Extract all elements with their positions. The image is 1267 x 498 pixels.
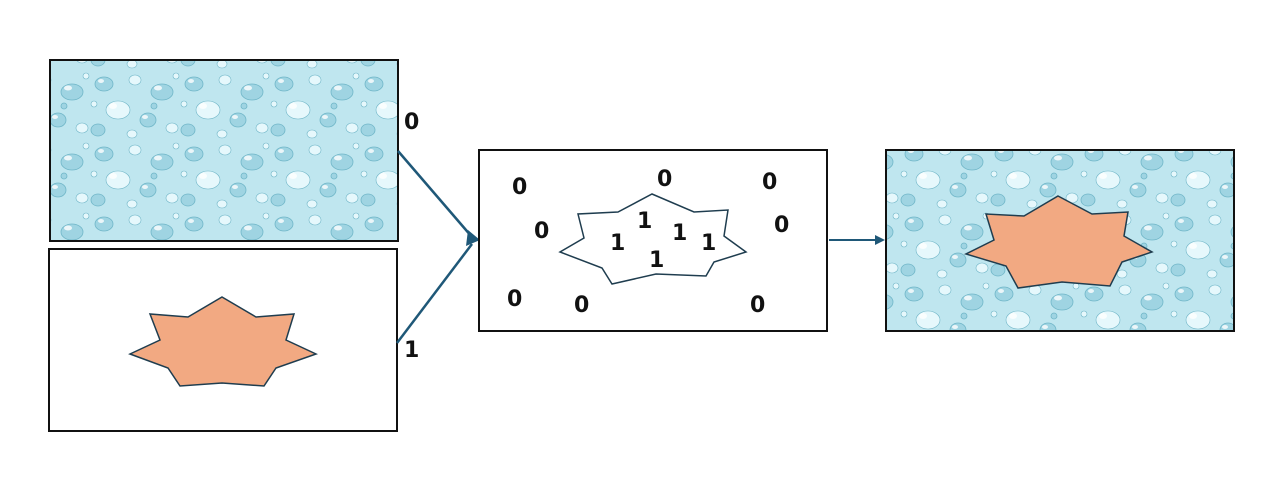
arrow-from-water	[397, 150, 473, 238]
mask-value-outside: 0	[657, 167, 672, 192]
mask-value-outside: 0	[574, 293, 589, 318]
output-star-shape	[963, 195, 1154, 289]
mask-box: 0 0 0 0 0 0 0 0 0 1 1 1 1 1 1	[478, 149, 828, 332]
water-image-border	[49, 59, 399, 242]
arrowhead-mask	[466, 230, 480, 246]
arrow-from-star	[396, 243, 473, 344]
bottom-input-label: 1	[404, 338, 419, 363]
water-image-fill	[50, 60, 398, 241]
output-composite-image	[885, 149, 1235, 332]
arrowhead-output	[875, 235, 885, 245]
mask-value-outside: 0	[507, 287, 522, 312]
arrow-to-output	[829, 235, 885, 245]
mask-value-outside: 0	[774, 213, 789, 238]
mask-value-outside: 0	[534, 219, 549, 244]
mask-value-inside: 1	[637, 209, 652, 234]
top-input-label: 0	[404, 110, 419, 135]
input-star-image	[48, 248, 398, 432]
mask-value-outside: 0	[762, 170, 777, 195]
arrows-to-mask	[396, 150, 480, 344]
star-image-frame	[48, 248, 398, 432]
mask-value-outside: 0	[512, 175, 527, 200]
mask-value-inside: 1	[649, 248, 664, 273]
mask-star-outline	[558, 193, 748, 285]
output-border	[885, 149, 1235, 332]
mask-value-inside: 1	[610, 231, 625, 256]
mask-value-inside: 1	[672, 221, 687, 246]
input-water-image	[49, 59, 399, 242]
star-shape	[128, 296, 318, 387]
mask-value-inside: 1	[701, 231, 716, 256]
mask-value-outside: 0	[750, 293, 765, 318]
